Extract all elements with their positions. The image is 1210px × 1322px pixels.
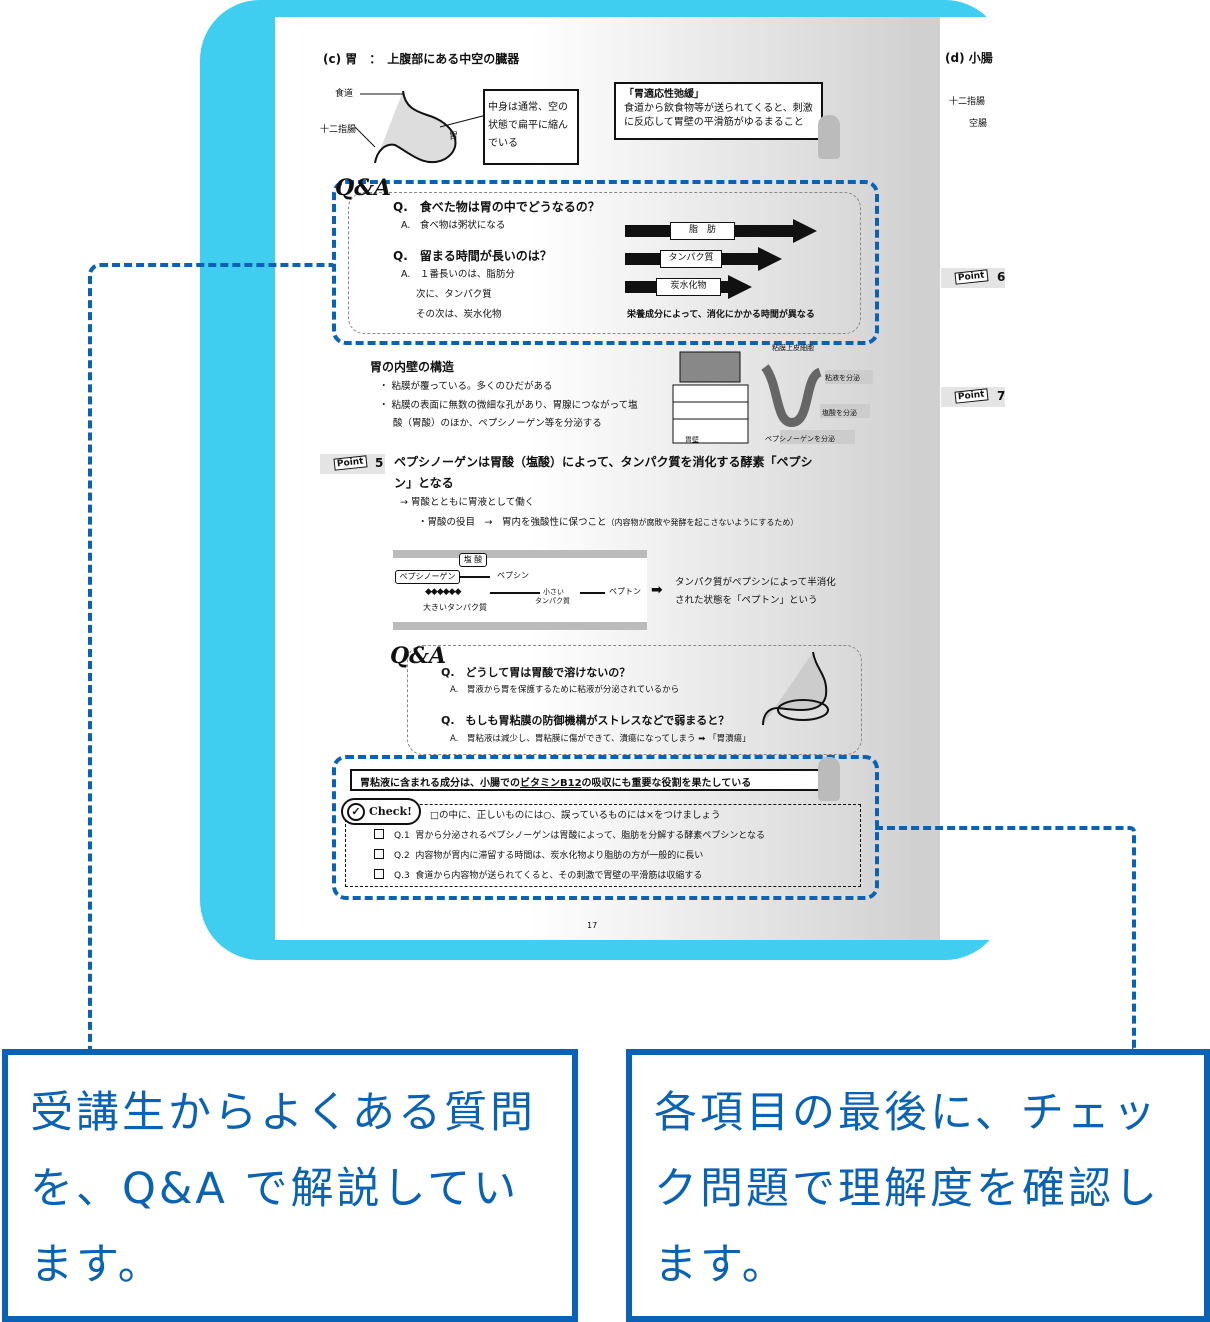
qa-question: Q. もしも胃粘膜の防御機構がストレスなどで弱まると？ xyxy=(441,714,730,727)
digestion-diagram xyxy=(393,550,647,630)
diagram-label: 塩酸を分泌 xyxy=(822,409,857,417)
check-item: Q.3 食道から内容物が送られてくると、その刺激で胃壁の平滑筋は収縮する xyxy=(374,869,702,882)
qa-answer: A. 食べ物は粥状になる xyxy=(401,220,506,231)
qa-logo: Q&A xyxy=(335,175,392,201)
answer-checkbox[interactable] xyxy=(374,869,384,879)
qa-answer: その次は、炭水化物 xyxy=(416,309,502,320)
check-item: Q.2 内容物が胃内に滞留する時間は、炭水化物より脂肪の方が一般的に長い xyxy=(374,849,703,862)
note-line: でいる xyxy=(488,138,518,149)
stomach-illustration xyxy=(354,90,505,164)
textbook-page: (c) 胃 ： 上腹部にある中空の臓器 食道 十二指腸 胃 中身は通常、空の 状… xyxy=(275,17,910,940)
wall-bullet: ・ 粘膜が覆っている。多くのひだがある xyxy=(379,381,553,392)
point-badge: Point xyxy=(320,454,385,474)
diagram-label: ペプシノーゲンを分泌 xyxy=(765,435,835,443)
qa-answer: A. １番長いのは、脂肪分 xyxy=(401,269,515,280)
small-protein-label: 小さい xyxy=(543,588,564,596)
peptone-explain: された状態を「ペプトン」という xyxy=(675,595,818,606)
wall-bullet: ・ 粘膜の表面に無数の微細な孔があり、胃腺につながって塩 xyxy=(379,400,638,411)
pepsin-label: ペプシン xyxy=(497,571,529,580)
check-badge: ✓Check! xyxy=(341,798,421,825)
check-item: Q.1 胃から分泌されるペプシノーゲンは胃酸によって、脂肪を分解する酵素ペプシン… xyxy=(374,829,765,842)
wall-title: 胃の内壁の構造 xyxy=(370,360,455,374)
arrow-label: 脂 肪 xyxy=(670,222,735,240)
qa-answer: A. 胃粘液は減少し、胃粘膜に傷ができて、潰瘍になってしまう ➡ 「胃潰瘍」 xyxy=(450,734,751,744)
qa-box xyxy=(348,192,861,334)
teacher-illustration xyxy=(818,757,840,801)
label-stomach: 胃 xyxy=(449,132,459,142)
adaptive-text: 食道から飲食物等が送られてくると、刺激 xyxy=(624,103,813,114)
small-protein-label: タンパク質 xyxy=(535,597,570,605)
point-text: ン」となる xyxy=(394,476,454,490)
arrows-caption: 栄養成分によって、消化にかかる時間が異なる xyxy=(627,310,815,320)
diagram-label: 胃壁 xyxy=(685,436,699,444)
label: 空腸 xyxy=(969,119,988,129)
qa-logo: Q&A xyxy=(390,643,447,669)
arrow-label: タンパク質 xyxy=(660,250,722,268)
qa-question: Q. どうして胃は胃酸で溶けないの？ xyxy=(441,666,631,679)
answer-checkbox[interactable] xyxy=(374,829,384,839)
qa-answer: 次に、タンパク質 xyxy=(416,289,492,300)
callout-check: 各項目の最後に、チェック問題で理解度を確認します。 xyxy=(626,1049,1210,1322)
point-number: 5 xyxy=(375,456,384,470)
label-duodenum: 十二指腸 xyxy=(320,125,357,135)
section-title: (d) 小腸 xyxy=(945,51,993,65)
point-text: ペプシノーゲンは胃酸（塩酸）によって、タンパク質を消化する酵素「ペプシ xyxy=(394,455,813,469)
note-line: 中身は通常、空の xyxy=(488,102,568,113)
diagram-label: 粘液を分泌 xyxy=(825,374,860,382)
answer-checkbox[interactable] xyxy=(374,849,384,859)
qa-answer: A. 胃液から胃を保護するために粘液が分泌されているから xyxy=(450,685,680,695)
qa-question: Q. 食べた物は胃の中でどうなるの？ xyxy=(393,200,600,214)
qa-highlight-frame xyxy=(332,180,879,345)
qa-box xyxy=(407,645,862,755)
teacher-illustration xyxy=(818,115,840,159)
b12-note: 胃粘液に含まれる成分は、小腸でのビタミンB12の吸収にも重要な役割を果たしている xyxy=(350,769,820,791)
label-esophagus: 食道 xyxy=(335,89,354,99)
connector-line-left xyxy=(88,263,333,1053)
point-sub: → 胃酸とともに胃液として働く xyxy=(400,497,535,508)
hcl-label: 塩 酸 xyxy=(459,553,487,567)
check-box xyxy=(345,804,861,887)
adaptive-title: 「胃適応性弛緩」 xyxy=(624,89,704,100)
peptone-explain: タンパク質がペプシンによって半消化 xyxy=(675,577,836,588)
page-gutter xyxy=(910,17,940,940)
arrow-right-icon: ➡ xyxy=(651,582,663,598)
point-sub: ・胃酸の役目 → 胃内を強酸性に保つこと（内容物が腐敗や発酵を起こさないようにす… xyxy=(418,517,799,528)
note-line: 状態で扁平に縮ん xyxy=(488,120,568,131)
arrow-label: 炭水化物 xyxy=(656,278,721,296)
diagram-label: 粘膜上皮細胞 xyxy=(772,344,814,352)
peptone-label: ペプトン xyxy=(609,587,641,596)
page-number: 17 xyxy=(587,921,598,930)
callout-qa: 受講生からよくある質問を、Q&A で解説しています。 xyxy=(2,1049,578,1322)
adaptive-text: に反応して胃壁の平滑筋がゆるまること xyxy=(624,117,804,128)
check-instruction: □の中に、正しいものには○、誤っているものには×をつけましょう xyxy=(430,810,721,821)
label: 十二指腸 xyxy=(949,97,986,107)
stomach-note-box: 中身は通常、空の 状態で扁平に縮ん でいる xyxy=(483,89,579,165)
protein-chain: ◆◆◆◆◆◆ xyxy=(425,587,462,597)
connector-line-right xyxy=(875,826,1136,1051)
wall-bullet-cont: 酸（胃酸）のほか、ペプシノーゲン等を分泌する xyxy=(393,418,602,429)
stomach-wall-diagram xyxy=(672,351,873,444)
qa-question: Q. 留まる時間が長いのは？ xyxy=(393,249,552,263)
large-protein-label: 大きいタンパク質 xyxy=(423,603,487,612)
adaptive-relaxation-box: 「胃適応性弛緩」 食道から飲食物等が送られてくると、刺激 に反応して胃壁の平滑筋… xyxy=(614,82,823,140)
pepsinogen-label: ペプシノーゲン xyxy=(395,570,460,584)
section-title: (c) 胃 ： 上腹部にある中空の臓器 xyxy=(323,52,520,66)
stomach-character-illustration xyxy=(762,651,829,725)
